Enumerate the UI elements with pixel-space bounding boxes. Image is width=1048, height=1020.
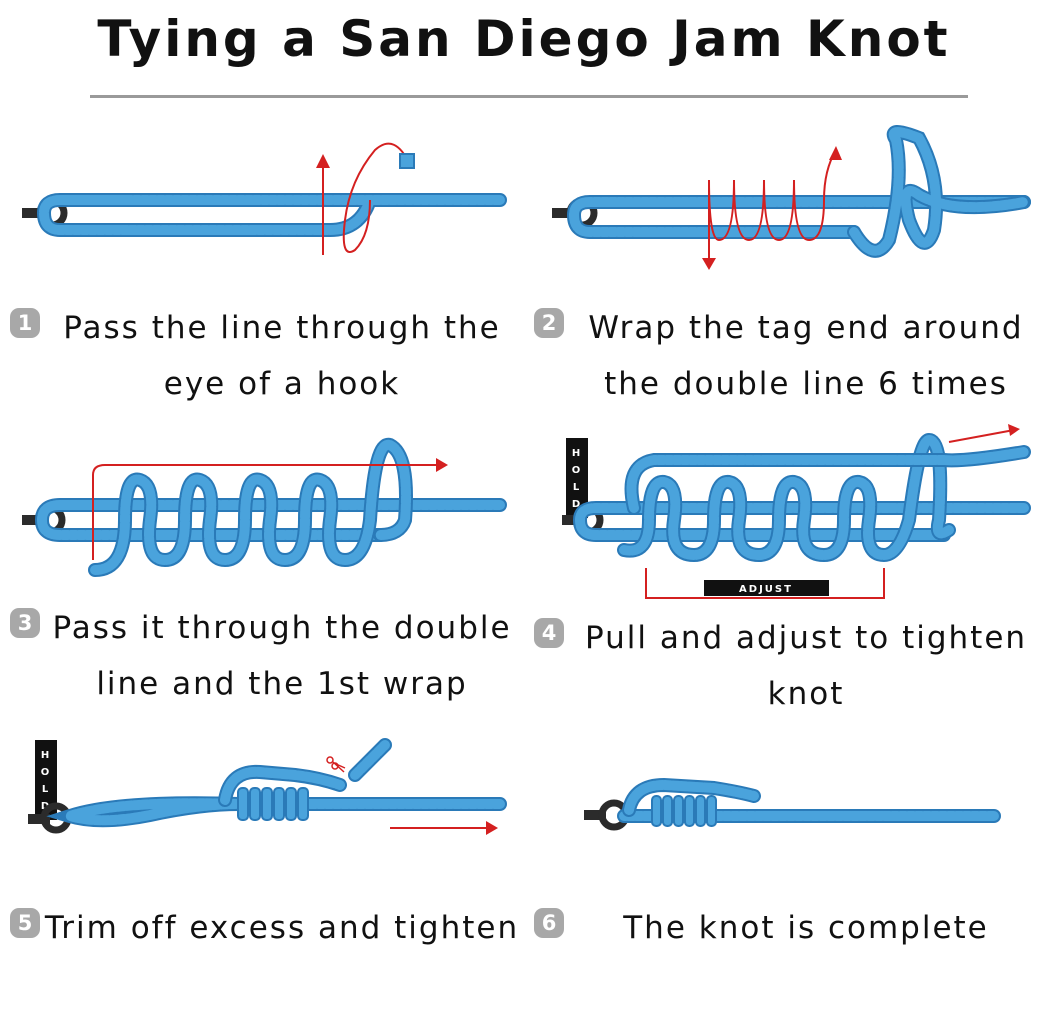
knot-wraps [237, 787, 309, 821]
step-3-diagram [22, 437, 507, 577]
step-4-panel: H O L D ADJUST 4 Pull and adjust to tigh… [524, 420, 1048, 712]
double-line [574, 503, 1029, 540]
hold-label: H O L D [41, 750, 52, 812]
step-1-panel: 1 Pass the line through the eye of a hoo… [0, 120, 524, 410]
hold-tag [35, 740, 57, 820]
page-title: Tying a San Diego Jam Knot [97, 10, 951, 68]
step-4-badge: 4 [534, 618, 564, 648]
scissors-ring [326, 756, 334, 764]
title-divider [90, 95, 968, 98]
wraps [619, 434, 954, 561]
step-6-badge: 6 [534, 908, 564, 938]
step-6-text: The knot is complete [623, 910, 989, 946]
right-arrow-head [436, 458, 448, 472]
hold-letter: D [41, 801, 51, 812]
step-1-diagram [22, 142, 507, 255]
wrap-path-arrow [342, 142, 411, 253]
step-6-panel: 6 The knot is complete [524, 730, 1048, 1020]
hold-letter: L [573, 482, 581, 493]
fishing-line [38, 195, 505, 235]
pull-arrow [948, 429, 1015, 443]
step-2-diagram [552, 125, 1031, 270]
hook-shank [584, 810, 606, 820]
step-5-badge: 5 [10, 908, 40, 938]
wrap-direction-arrow [708, 149, 837, 265]
down-arrow-head [702, 258, 716, 270]
step-6-caption: 6 The knot is complete [534, 900, 1048, 956]
hold-letter: H [572, 448, 582, 459]
hold-letter: D [572, 499, 582, 510]
knot-wrap [285, 787, 297, 821]
hold-label: H O L D [572, 448, 583, 510]
step-3-caption: 3 Pass it through the double line and th… [10, 600, 524, 712]
pull-arrow-head [1008, 424, 1020, 436]
step-1-text: Pass the line through the eye of a hook [63, 310, 501, 402]
knot-wrap [297, 787, 309, 821]
step-3-text: Pass it through the double line and the … [52, 610, 512, 702]
step-3-panel: 3 Pass it through the double line and th… [0, 420, 524, 710]
trimmed-end [350, 740, 390, 780]
tag-end [399, 153, 415, 169]
pull-arrow-head [486, 821, 498, 835]
pass-through-arrow [92, 464, 440, 560]
adjust-bracket [645, 568, 885, 599]
wraps [90, 439, 411, 575]
knot-wrap [695, 795, 706, 827]
knot-wrap [673, 795, 684, 827]
step-4-diagram: H O L D ADJUST [562, 424, 1031, 599]
tag-end [626, 447, 1029, 513]
step-4-caption: 4 Pull and adjust to tighten knot [534, 610, 1048, 722]
knot-wrap [684, 795, 695, 827]
knot-wrap [261, 787, 273, 821]
adjust-tag [704, 580, 829, 596]
knot-loop [624, 779, 759, 815]
step-3-badge: 3 [10, 608, 40, 638]
step-4-text: Pull and adjust to tighten knot [584, 620, 1028, 712]
up-arrow-head [829, 146, 842, 160]
step-5-caption: 5 Trim off excess and tighten [10, 900, 524, 956]
step-2-badge: 2 [534, 308, 564, 338]
hold-letter: O [572, 465, 583, 476]
scissors-blades [332, 761, 346, 773]
knot-loop [220, 766, 345, 805]
step-2-caption: 2 Wrap the tag end around the double lin… [534, 300, 1048, 412]
wrap-loop [849, 127, 1029, 256]
hold-tag [566, 438, 588, 518]
knot-wraps [651, 795, 717, 827]
step-6-diagram [584, 777, 1001, 831]
scissors-icon [326, 756, 346, 773]
hold-letter: O [41, 767, 52, 778]
step-5-panel: H O L D 5 Trim off excess and [0, 730, 524, 1020]
step-1-caption: 1 Pass the line through the eye of a hoo… [10, 300, 524, 412]
line [53, 798, 505, 826]
knot-wrap [706, 795, 717, 827]
knot-wrap [273, 787, 285, 821]
knot-wrap [237, 787, 249, 821]
hook-shank [28, 814, 50, 824]
adjust-label: ADJUST [739, 584, 793, 595]
step-2-text: Wrap the tag end around the double line … [588, 310, 1024, 402]
step-1-badge: 1 [10, 308, 40, 338]
step-5-diagram: H O L D [28, 738, 507, 835]
step-5-text: Trim off excess and tighten [44, 910, 520, 946]
knot-wrap [249, 787, 261, 821]
double-line [36, 500, 505, 540]
knot-wrap [651, 795, 662, 827]
step-2-panel: 2 Wrap the tag end around the double lin… [524, 120, 1048, 410]
up-arrow-head [316, 154, 330, 168]
hold-letter: H [41, 750, 51, 761]
hook-shank [22, 515, 44, 525]
double-line [568, 197, 1029, 237]
hook-shank [22, 208, 44, 218]
knot-wrap [662, 795, 673, 827]
hold-letter: L [42, 784, 50, 795]
hook-shank [552, 208, 574, 218]
